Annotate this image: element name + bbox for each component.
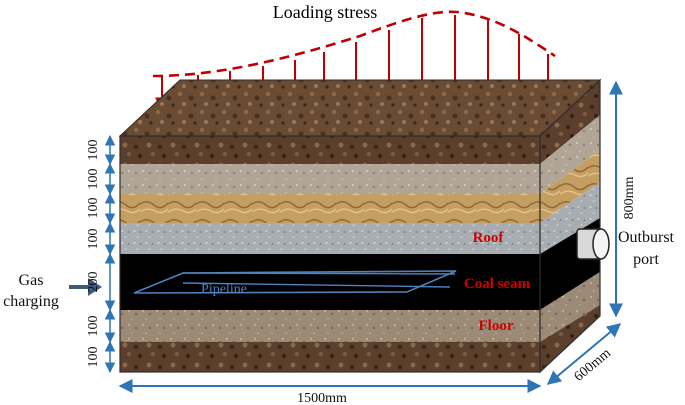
bottom-layer (120, 342, 540, 372)
layer-3 (120, 194, 540, 223)
pipeline-outline (133, 270, 457, 294)
right-side-layers (539, 78, 601, 374)
side-outline (539, 78, 601, 374)
roof-label: Roof (473, 230, 505, 246)
floor-layer (120, 310, 540, 342)
outburst-label-line-2: port (633, 251, 659, 268)
side-layer-1 (540, 80, 600, 164)
side-layer-3 (540, 150, 600, 223)
outburst-port-cap (592, 228, 610, 260)
layer-1 (120, 136, 540, 164)
outburst-label-line-1: Outburst (618, 229, 675, 246)
thickness-label: 100 (86, 169, 101, 190)
pipeline-label: Pipeline (201, 282, 247, 297)
coal-seam-layer (120, 254, 540, 310)
thickness-label: 200 (86, 272, 101, 293)
pipeline (133, 270, 457, 294)
loading-stress-curve (152, 10, 556, 78)
gas-charging-arrow (69, 278, 102, 296)
thickness-label: 100 (86, 316, 101, 337)
pipeline-inner-line-1 (182, 272, 456, 275)
coal-seam-label: Coal seam (464, 276, 531, 292)
height-dimension-label: 800mm (622, 177, 637, 220)
gas-label-line-2: charging (3, 293, 59, 310)
length-dimension-label: 1500mm (297, 391, 347, 405)
pipeline-inner-line-2 (182, 282, 451, 288)
outburst-port (576, 228, 610, 260)
top-surface (118, 79, 602, 137)
thickness-dimensions: 100 100 100 100 200 100 100 (86, 134, 116, 374)
side-layer-2 (540, 115, 600, 194)
thickness-label: 100 (86, 198, 101, 219)
gas-label-line-1: Gas (19, 272, 44, 289)
thickness-label: 100 (86, 347, 101, 368)
side-roof (540, 182, 600, 254)
width-dimension-label: 600mm (572, 346, 614, 385)
loading-stress-title: Loading stress (273, 2, 377, 22)
width-dimension-arrow (546, 323, 622, 385)
thickness-label: 100 (86, 229, 101, 250)
floor-label: Floor (479, 318, 514, 334)
front-layers (119, 135, 541, 373)
roof-layer (120, 223, 540, 254)
layer-2 (120, 164, 540, 194)
thickness-label: 100 (86, 140, 101, 161)
